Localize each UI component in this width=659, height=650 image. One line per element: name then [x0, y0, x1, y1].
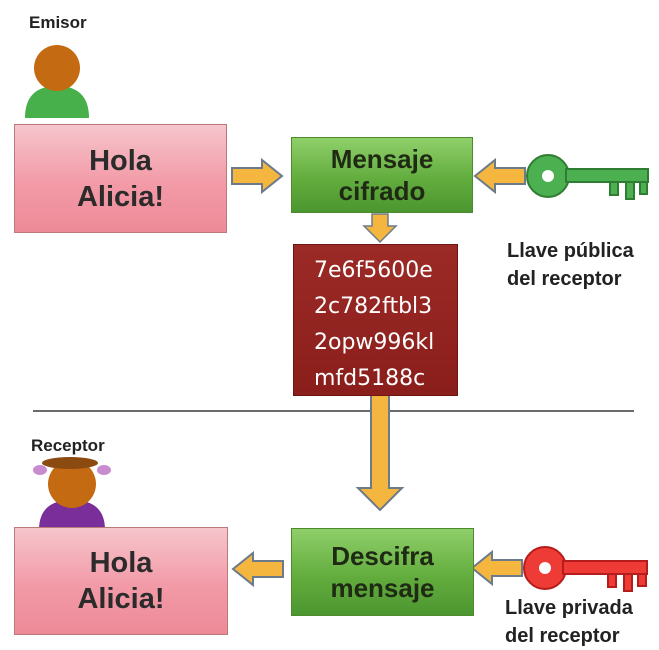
public-key-label-line-1: Llave pública	[507, 240, 634, 262]
sender-message-line-1: Hola	[89, 144, 152, 177]
arrow-to-encrypt	[231, 157, 284, 195]
ciphertext-line-1: 7e6f5600e	[314, 258, 433, 283]
ciphertext-box: 7e6f5600e 2c782ftbl3 2opw996kl mfd5188c	[293, 244, 458, 396]
arrow-from-private-key	[470, 549, 523, 587]
arrow-to-ciphertext	[362, 213, 398, 244]
receiver-message-box: Hola Alicia!	[14, 527, 228, 635]
sender-message-box: Hola Alicia!	[14, 124, 227, 233]
ciphertext-line-2: 2c782ftbl3	[314, 294, 433, 319]
private-key-label-line-2: del receptor	[505, 625, 620, 647]
encrypt-line-1: Mensaje	[330, 144, 434, 174]
encrypt-line-2: cifrado	[338, 176, 426, 206]
arrow-to-receiver-message	[231, 550, 284, 588]
decrypt-line-1: Descifra	[331, 541, 434, 571]
public-key-label: Llave pública del receptor	[507, 237, 634, 293]
sender-message-line-2: Alicia!	[76, 180, 165, 213]
sender-avatar	[25, 45, 89, 118]
private-key-hole	[539, 562, 551, 574]
decrypt-line-2: mensaje	[330, 573, 435, 603]
ciphertext-line-3: 2opw996kl	[314, 330, 435, 355]
arrow-to-decrypt	[355, 393, 405, 512]
receiver-message-line-1: Hola	[89, 547, 153, 579]
receiver-message-line-2: Alicia!	[77, 583, 165, 615]
ciphertext-line-4: mfd5188c	[314, 366, 426, 391]
receiver-avatar	[33, 457, 111, 530]
private-key-label-line-1: Llave privada	[505, 597, 633, 619]
decrypt-box: Descifra mensaje	[291, 528, 474, 616]
arrow-from-public-key	[473, 157, 526, 195]
encrypt-box: Mensaje cifrado	[291, 137, 473, 213]
private-key-label: Llave privada del receptor	[505, 594, 633, 650]
receiver-label: Receptor	[31, 436, 105, 455]
public-key-label-line-2: del receptor	[507, 268, 622, 290]
sender-label: Emisor	[29, 13, 87, 32]
public-key-hole	[542, 170, 554, 182]
